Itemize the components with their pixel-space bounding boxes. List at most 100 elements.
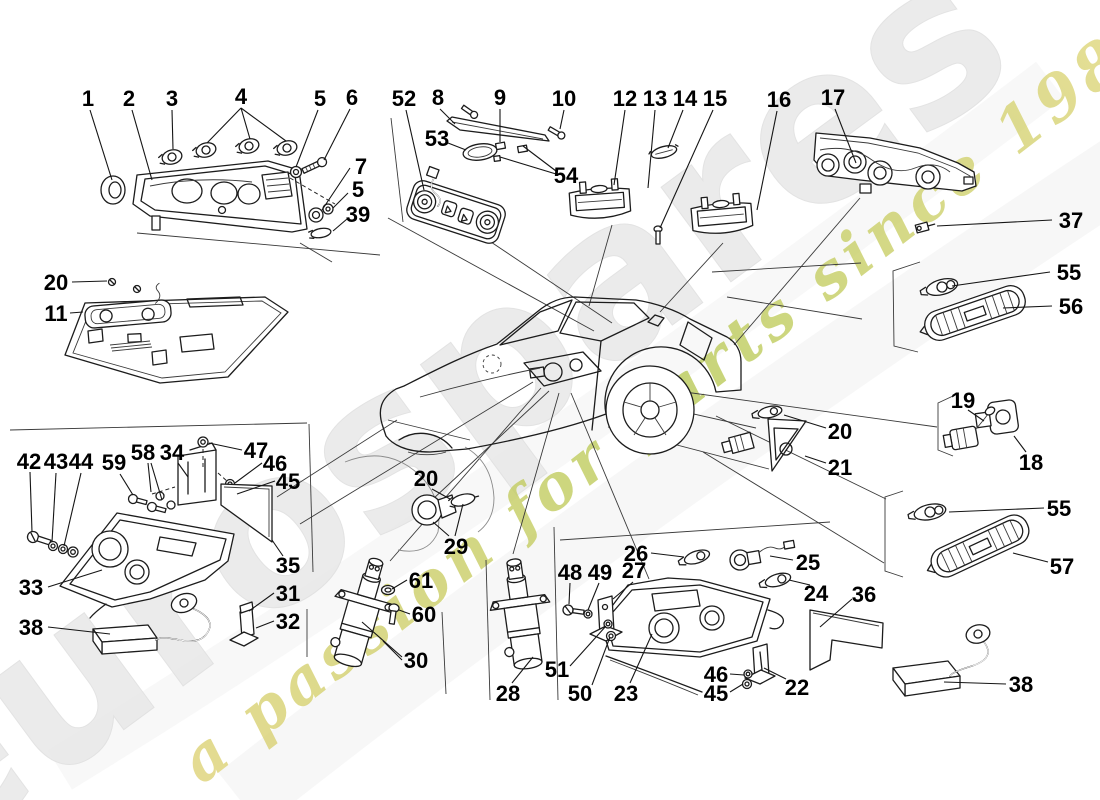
callout-29[interactable]: 29 bbox=[444, 534, 468, 559]
callout-20[interactable]: 20 bbox=[828, 419, 852, 444]
callout-45[interactable]: 45 bbox=[276, 469, 300, 494]
car-illustration bbox=[379, 296, 742, 456]
callout-24[interactable]: 24 bbox=[804, 581, 829, 606]
callout-12[interactable]: 12 bbox=[613, 86, 637, 111]
callout-25[interactable]: 25 bbox=[796, 550, 820, 575]
callout-16[interactable]: 16 bbox=[767, 87, 791, 112]
callout-39[interactable]: 39 bbox=[346, 202, 370, 227]
callout-54[interactable]: 54 bbox=[554, 163, 579, 188]
callout-50[interactable]: 50 bbox=[568, 681, 592, 706]
callout-23[interactable]: 23 bbox=[614, 681, 638, 706]
callout-6[interactable]: 6 bbox=[346, 85, 358, 110]
left-headlight-group bbox=[26, 436, 273, 655]
reference-dashed-lines bbox=[151, 177, 336, 495]
roof-console bbox=[64, 277, 289, 384]
callout-1[interactable]: 1 bbox=[82, 86, 94, 111]
callout-60[interactable]: 60 bbox=[412, 602, 436, 627]
callout-42[interactable]: 42 bbox=[17, 449, 41, 474]
callout-53[interactable]: 53 bbox=[425, 126, 449, 151]
callout-56[interactable]: 56 bbox=[1059, 294, 1083, 319]
bulb-holder bbox=[907, 503, 947, 521]
callout-46[interactable]: 46 bbox=[263, 451, 287, 476]
bulb-holder bbox=[158, 149, 183, 165]
callout-9[interactable]: 9 bbox=[494, 85, 506, 110]
callout-14[interactable]: 14 bbox=[673, 86, 698, 111]
callout-22[interactable]: 22 bbox=[785, 675, 809, 700]
callout-49[interactable]: 49 bbox=[588, 560, 612, 585]
callout-20[interactable]: 20 bbox=[44, 270, 68, 295]
callout-11[interactable]: 11 bbox=[44, 301, 67, 326]
callout-47[interactable]: 47 bbox=[244, 438, 268, 463]
bulb bbox=[758, 572, 792, 589]
bulb-socket-group bbox=[411, 493, 480, 526]
screw bbox=[460, 104, 479, 120]
callout-5[interactable]: 5 bbox=[352, 177, 364, 202]
bulb-holder bbox=[273, 140, 298, 156]
callout-27[interactable]: 27 bbox=[622, 558, 646, 583]
side-marker-lower bbox=[907, 503, 1030, 578]
callout-55[interactable]: 55 bbox=[1047, 496, 1071, 521]
callout-45[interactable]: 45 bbox=[704, 681, 728, 706]
screw bbox=[562, 604, 585, 616]
bulb-holder bbox=[192, 142, 217, 158]
callout-46[interactable]: 46 bbox=[704, 662, 728, 687]
callout-59[interactable]: 59 bbox=[102, 450, 126, 475]
callout-4[interactable]: 4 bbox=[235, 84, 248, 109]
lamp-socket bbox=[721, 431, 755, 455]
callout-55[interactable]: 55 bbox=[1057, 260, 1081, 285]
callout-17[interactable]: 17 bbox=[821, 85, 845, 110]
headlamp-washer-left bbox=[330, 557, 394, 668]
third-brake-lamp-group bbox=[446, 104, 566, 163]
callout-8[interactable]: 8 bbox=[432, 85, 444, 110]
callout-58[interactable]: 58 bbox=[131, 440, 155, 465]
side-marker-lamp bbox=[926, 514, 1030, 578]
bulb bbox=[751, 405, 783, 420]
festoon-bulb bbox=[648, 144, 679, 159]
turn-signal-group bbox=[721, 405, 807, 472]
callout-7[interactable]: 7 bbox=[355, 154, 367, 179]
tail-lamp-assembly bbox=[100, 138, 334, 239]
screw bbox=[388, 603, 400, 625]
callout-3[interactable]: 3 bbox=[166, 86, 178, 111]
callout-32[interactable]: 32 bbox=[276, 609, 300, 634]
callout-13[interactable]: 13 bbox=[643, 86, 667, 111]
screw bbox=[146, 501, 167, 514]
callout-51[interactable]: 51 bbox=[545, 657, 569, 682]
callout-48[interactable]: 48 bbox=[558, 560, 582, 585]
callout-34[interactable]: 34 bbox=[160, 440, 185, 465]
callout-21[interactable]: 21 bbox=[828, 455, 852, 480]
callout-35[interactable]: 35 bbox=[276, 553, 300, 578]
callout-57[interactable]: 57 bbox=[1050, 554, 1074, 579]
ballast-right bbox=[892, 624, 991, 697]
callout-15[interactable]: 15 bbox=[703, 86, 727, 111]
callout-61[interactable]: 61 bbox=[409, 568, 433, 593]
callout-10[interactable]: 10 bbox=[552, 86, 576, 111]
callout-44[interactable]: 44 bbox=[69, 449, 94, 474]
callout-36[interactable]: 36 bbox=[852, 582, 876, 607]
side-repeater-group bbox=[942, 399, 1019, 451]
callout-30[interactable]: 30 bbox=[404, 648, 428, 673]
callout-37[interactable]: 37 bbox=[1059, 208, 1083, 233]
callout-43[interactable]: 43 bbox=[44, 449, 68, 474]
rear-lamp-housing bbox=[813, 132, 977, 234]
bulb-holder bbox=[919, 278, 959, 296]
callout-52[interactable]: 52 bbox=[392, 86, 416, 111]
callout-26[interactable]: 26 bbox=[624, 541, 648, 566]
bulb-holder bbox=[235, 138, 260, 154]
bulb-socket-wired bbox=[729, 539, 796, 571]
callout-38[interactable]: 38 bbox=[1009, 672, 1033, 697]
callout-5[interactable]: 5 bbox=[314, 86, 326, 111]
callout-19[interactable]: 19 bbox=[951, 388, 975, 413]
guide-lines bbox=[9, 117, 954, 701]
screw bbox=[547, 126, 566, 140]
callout-38[interactable]: 38 bbox=[19, 615, 43, 640]
callout-28[interactable]: 28 bbox=[496, 681, 520, 706]
callout-2[interactable]: 2 bbox=[123, 86, 135, 111]
callout-33[interactable]: 33 bbox=[19, 575, 43, 600]
switch-panel bbox=[406, 180, 506, 244]
callout-31[interactable]: 31 bbox=[276, 581, 300, 606]
callout-18[interactable]: 18 bbox=[1019, 450, 1043, 475]
callout-20[interactable]: 20 bbox=[414, 466, 438, 491]
